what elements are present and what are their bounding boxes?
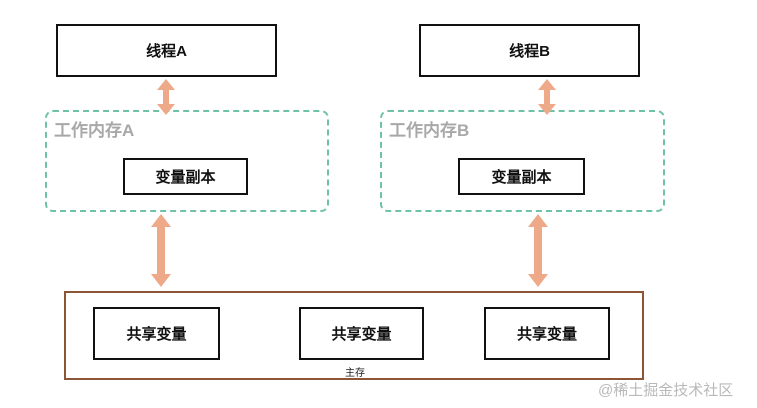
arrow-work-b-main — [528, 214, 548, 287]
main-memory — [64, 291, 644, 380]
shared-variable-2-box: 共享变量 — [299, 307, 424, 360]
arrow-thread-a-work-a — [157, 79, 175, 115]
thread-a-label: 线程A — [146, 43, 187, 60]
work-memory-a — [45, 110, 329, 212]
shared-variable-3-box: 共享变量 — [484, 307, 610, 360]
arrow-thread-b-work-b — [538, 79, 556, 115]
variable-copy-b-label: 变量副本 — [491, 169, 552, 186]
work-memory-b — [380, 110, 665, 212]
work-memory-a-label: 工作内存A — [54, 121, 135, 140]
arrow-work-a-main — [151, 214, 171, 287]
shared-variable-1-box: 共享变量 — [93, 307, 220, 360]
work-memory-b-label: 工作内存B — [389, 121, 470, 140]
shared-variable-1-label: 共享变量 — [126, 326, 187, 343]
variable-copy-a-label: 变量副本 — [155, 169, 216, 186]
variable-copy-b-box: 变量副本 — [458, 158, 585, 195]
watermark: @稀土掘金技术社区 — [598, 382, 734, 399]
main-memory-label: 主存 — [345, 368, 365, 379]
thread-b-box: 线程B — [419, 24, 640, 77]
thread-b-label: 线程B — [509, 43, 550, 60]
thread-a-box: 线程A — [56, 24, 277, 77]
shared-variable-3-label: 共享变量 — [516, 326, 577, 343]
variable-copy-a-box: 变量副本 — [123, 158, 248, 195]
shared-variable-2-label: 共享变量 — [331, 326, 392, 343]
